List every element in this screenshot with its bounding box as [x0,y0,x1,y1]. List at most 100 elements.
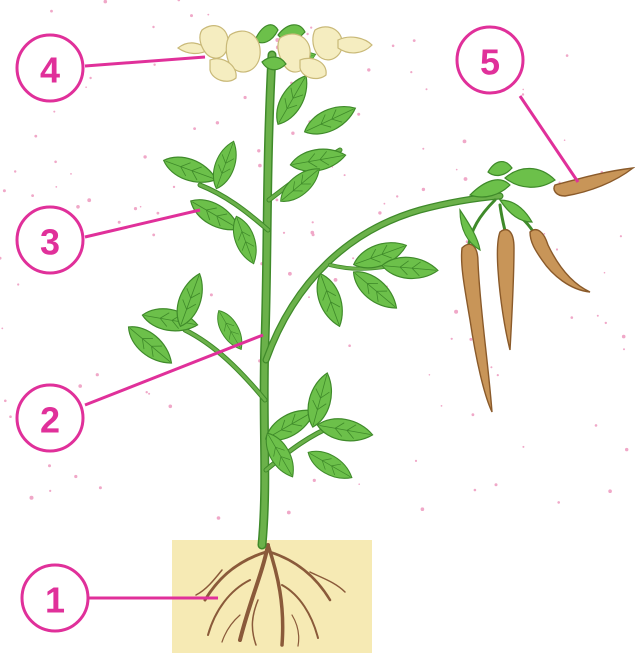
speckle [410,71,412,73]
speckle [522,93,524,95]
speckle [352,257,354,259]
speckle [378,211,381,214]
speckle [140,206,142,208]
speckle [625,448,628,451]
speckle [3,189,6,192]
speckle [152,234,155,237]
speckle [257,149,260,152]
speckle [454,310,458,314]
speckle [258,164,262,168]
speckle [622,335,626,339]
speckle [173,186,175,188]
speckle [620,235,622,237]
speckle [0,257,2,260]
marker-2: 2 [17,385,83,451]
speckle [522,89,524,91]
marker-1: 1 [22,565,88,631]
speckle [14,170,16,172]
speckle [55,186,57,188]
speckle [413,39,416,42]
speckle [89,77,91,79]
speckle [421,507,425,511]
speckle [30,496,34,500]
speckle [283,232,285,234]
speckle [48,464,51,467]
speckle [87,198,91,202]
speckle [85,86,87,88]
speckle [472,413,475,416]
speckle [193,127,196,130]
speckle [605,322,607,324]
speckle [469,338,472,341]
speckle [78,384,82,388]
speckle [422,188,425,191]
speckle [308,296,310,298]
speckle [396,195,398,197]
speckle [463,140,467,144]
speckle [426,88,428,90]
speckle [557,501,560,504]
speckle [276,199,279,202]
leader-line-4 [85,57,205,66]
speckle [367,68,370,71]
speckle [306,33,308,35]
speckle [429,374,431,376]
leader-line-3 [85,210,200,237]
speckle [34,135,37,138]
speckle [54,161,57,164]
marker-5-label: 5 [480,42,500,83]
speckle [50,10,53,13]
speckle [495,483,498,486]
speckle [358,483,360,485]
speckle [464,177,468,181]
leaf [269,71,315,130]
speckle [556,248,558,250]
speckle [1,328,3,330]
speckle [157,212,160,215]
speckle [207,14,209,16]
speckle [4,400,7,403]
speckle [490,366,492,368]
speckle [152,26,154,28]
speckle [76,205,80,209]
speckle [451,338,453,340]
marker-4: 4 [17,35,83,101]
speckle [441,405,443,407]
speckle [287,511,291,515]
speckle [31,194,34,197]
speckle [312,221,314,223]
speckle [178,0,181,1]
leaf [160,151,220,190]
speckle [216,121,219,124]
marker-2-label: 2 [40,400,60,441]
speckle [244,96,247,99]
marker-5: 5 [457,27,523,93]
speckle [143,155,146,158]
marker-3: 3 [17,207,83,273]
speckle [17,283,19,285]
marker-1-label: 1 [45,580,65,621]
speckle [497,374,499,376]
leaf [300,99,360,142]
speckle [608,489,612,493]
speckle [310,27,312,29]
speckle [456,169,458,171]
speckle [474,489,477,492]
speckle [564,139,566,141]
speckle [604,272,606,274]
leaves [122,48,439,485]
speckle [623,348,625,350]
speckle [53,111,55,113]
speckle [96,373,99,376]
speckle [334,278,338,282]
speckle [312,233,315,236]
speckle [118,221,121,224]
marker-3-label: 3 [40,222,60,263]
speckle [49,490,51,492]
speckle [190,14,193,17]
speckle [146,391,148,393]
leaf [208,138,243,192]
speckle [597,315,599,317]
speckle [153,63,155,65]
speckle [313,479,316,482]
